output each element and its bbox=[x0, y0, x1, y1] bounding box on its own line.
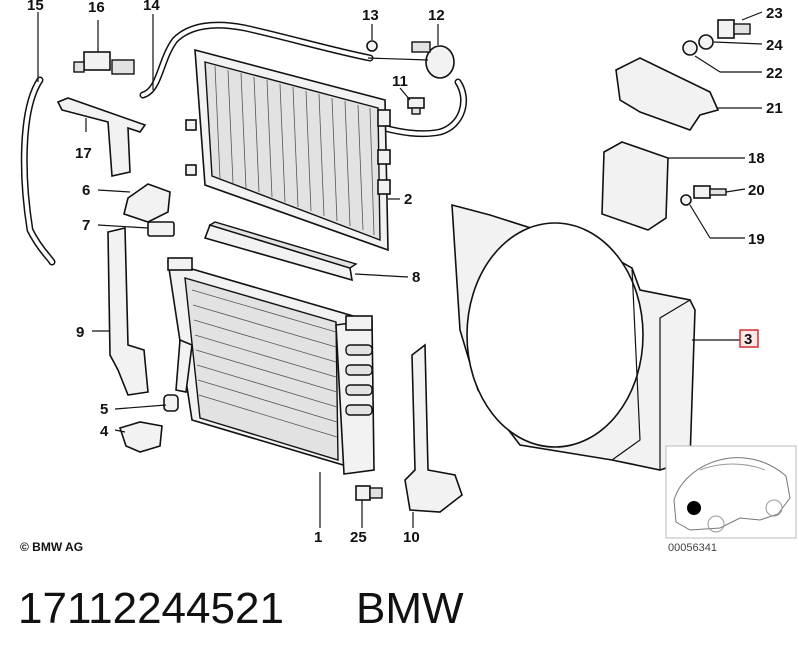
location-marker-icon bbox=[687, 501, 701, 515]
callout-23: 23 bbox=[766, 5, 783, 22]
radiator-fins bbox=[214, 65, 375, 236]
callout-17: 17 bbox=[75, 145, 92, 162]
radiator-1-fins bbox=[191, 289, 338, 438]
callout-21: 21 bbox=[766, 100, 783, 117]
bracket-part-9 bbox=[107, 226, 149, 396]
callout-9: 9 bbox=[76, 324, 84, 341]
mount-part-4 bbox=[118, 421, 163, 453]
bracket-part-10 bbox=[404, 343, 463, 513]
valve-part-12 bbox=[367, 41, 455, 79]
switch-part-16 bbox=[73, 51, 135, 75]
diagram-id: 00056341 bbox=[668, 542, 717, 554]
callout-1: 1 bbox=[314, 529, 322, 546]
copyright-text: © BMW AG bbox=[20, 540, 84, 554]
callout-5: 5 bbox=[100, 401, 108, 418]
callout-labels: 15 16 14 13 12 11 17 6 7 9 5 4 2 8 1 25 … bbox=[27, 0, 783, 546]
screw-part-20 bbox=[693, 185, 727, 199]
callout-2: 2 bbox=[404, 191, 412, 208]
screw-part-23 bbox=[717, 19, 751, 39]
callout-4: 4 bbox=[100, 423, 109, 440]
callout-11: 11 bbox=[392, 73, 408, 90]
screw-part-11 bbox=[407, 97, 425, 115]
callout-24: 24 bbox=[766, 37, 783, 54]
footer-brand: BMW bbox=[356, 584, 464, 633]
callout-10: 10 bbox=[403, 529, 420, 546]
callout-3[interactable]: 3 bbox=[744, 331, 752, 348]
bracket-part-17 bbox=[56, 97, 147, 177]
washer-part-19 bbox=[680, 194, 692, 206]
hose-14 bbox=[139, 21, 374, 99]
control-unit-part-18 bbox=[601, 141, 669, 231]
callout-16: 16 bbox=[88, 0, 105, 16]
hose-11 bbox=[380, 78, 468, 138]
hose-15 bbox=[20, 76, 56, 266]
callout-20: 20 bbox=[748, 182, 765, 199]
radiator-part-2 bbox=[185, 48, 391, 252]
callout-6: 6 bbox=[82, 182, 90, 199]
seal-strip-part-8 bbox=[203, 221, 358, 282]
screw-part-25 bbox=[355, 485, 383, 501]
leader-lines bbox=[37, 11, 763, 528]
washer-part-24 bbox=[682, 34, 714, 56]
bracket-part-6 bbox=[123, 183, 171, 223]
callout-3-highlight-box bbox=[739, 329, 759, 348]
clip-part-7 bbox=[147, 221, 175, 237]
footer-part-number: 17112244521 bbox=[18, 584, 284, 633]
callout-7: 7 bbox=[82, 217, 90, 234]
washer-part-13 bbox=[366, 40, 378, 52]
callout-13: 13 bbox=[362, 7, 379, 24]
radiator-part-1 bbox=[167, 257, 375, 475]
rubber-mount-part-5 bbox=[163, 394, 179, 412]
bracket-part-21 bbox=[615, 57, 720, 131]
fan-shroud-part-3 bbox=[451, 203, 696, 471]
callout-19: 19 bbox=[748, 231, 765, 248]
callout-22: 22 bbox=[766, 65, 783, 82]
callout-15: 15 bbox=[27, 0, 44, 14]
callout-8: 8 bbox=[412, 269, 420, 286]
car-silhouette-icon bbox=[673, 457, 791, 533]
callout-14: 14 bbox=[143, 0, 160, 14]
vehicle-location-inset bbox=[665, 445, 797, 539]
callout-12: 12 bbox=[428, 7, 445, 24]
callout-25: 25 bbox=[350, 529, 367, 546]
callout-18: 18 bbox=[748, 150, 765, 167]
